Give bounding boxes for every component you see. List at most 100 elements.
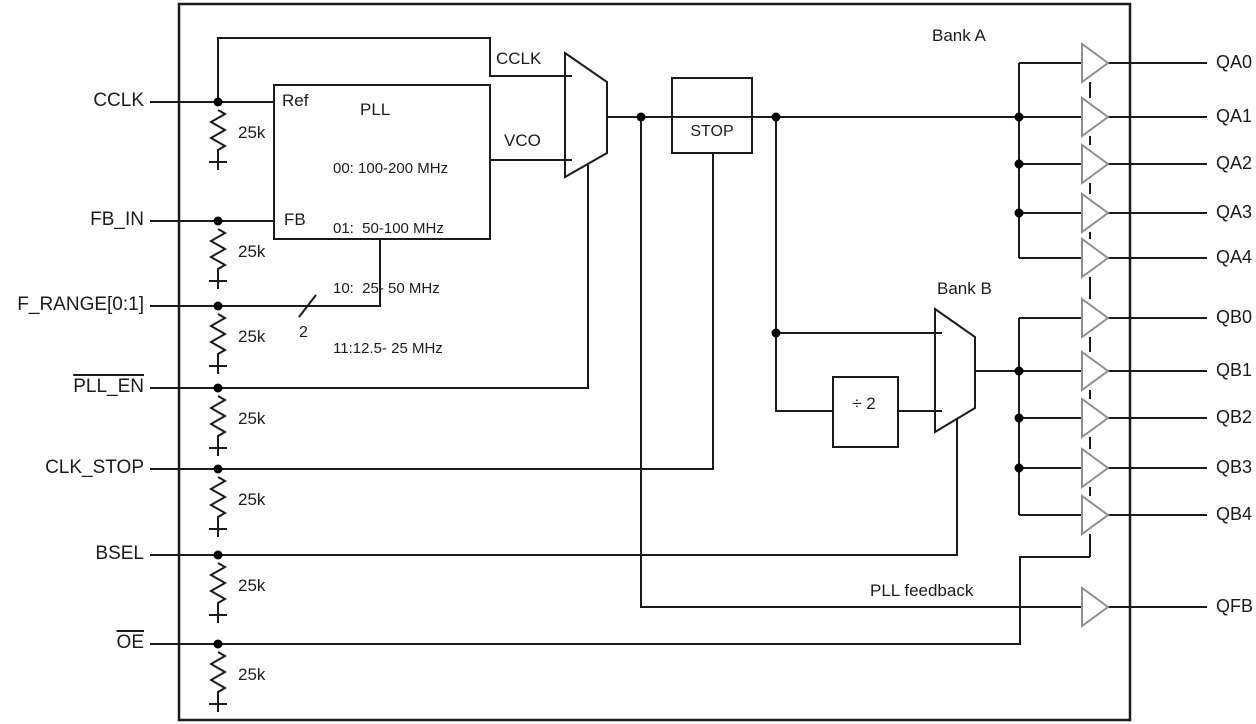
input-label-bsel: BSEL bbox=[95, 543, 144, 564]
junction-feedback-tap bbox=[636, 112, 646, 122]
output-label-qb4: QB4 bbox=[1216, 504, 1253, 524]
mux-input-label-cclk: CCLK bbox=[496, 49, 542, 68]
stop-block-label: STOP bbox=[690, 123, 734, 140]
wire-cclk-bypass bbox=[217, 37, 565, 102]
junction-bank-b-tap bbox=[771, 112, 781, 122]
output-label-qb3: QB3 bbox=[1216, 457, 1253, 477]
divider-block bbox=[832, 376, 899, 448]
bank-a-bus bbox=[1018, 62, 1082, 259]
buffer-qb4 bbox=[1081, 494, 1110, 536]
buffer-qb2 bbox=[1081, 397, 1110, 439]
buffer-qa2 bbox=[1081, 143, 1110, 185]
input-label-pll-en: PLL_EN bbox=[73, 376, 144, 397]
bus-width-label: 2 bbox=[299, 324, 308, 341]
input-label-clk-stop: CLK_STOP bbox=[45, 457, 144, 478]
bank-b-title: Bank B bbox=[937, 279, 992, 298]
output-label-qa1: QA1 bbox=[1216, 106, 1253, 126]
output-label-qa2: QA2 bbox=[1216, 153, 1253, 173]
buffer-qb0 bbox=[1081, 297, 1110, 339]
resistor-label-bsel: 25k bbox=[238, 576, 266, 595]
resistor-label-f-range: 25k bbox=[238, 327, 266, 346]
junction-f-range bbox=[213, 301, 223, 311]
output-label-qb2: QB2 bbox=[1216, 407, 1253, 427]
wire-bsel bbox=[150, 419, 958, 556]
resistor-f-range bbox=[208, 313, 228, 374]
resistor-label-oe: 25k bbox=[238, 665, 266, 684]
pull-resistors bbox=[208, 109, 228, 712]
junction-qb1 bbox=[1014, 366, 1024, 376]
buffer-qb3 bbox=[1081, 447, 1110, 489]
mux-main bbox=[564, 51, 608, 179]
output-label-qb0: QB0 bbox=[1216, 307, 1253, 327]
mux-bank-b-body bbox=[934, 307, 976, 434]
resistor-label-cclk: 25k bbox=[238, 123, 266, 142]
pll-range-10: 10: 25- 50 MHz bbox=[333, 280, 440, 297]
resistor-pll-en bbox=[208, 395, 228, 456]
pll-range-00: 00: 100-200 MHz bbox=[333, 160, 449, 177]
input-wires bbox=[150, 37, 1090, 645]
mux-input-label-vco: VCO bbox=[504, 131, 541, 150]
resistor-label-fb-in: 25k bbox=[238, 242, 266, 261]
output-label-qa4: QA4 bbox=[1216, 247, 1253, 267]
wire-clk-stop bbox=[150, 153, 714, 470]
wire-oe bbox=[150, 556, 1090, 645]
mux-bank-b bbox=[934, 307, 976, 434]
junction-clk-stop bbox=[213, 464, 223, 474]
pll-block bbox=[273, 84, 491, 240]
junction-oe bbox=[213, 639, 223, 649]
clock-distribution bbox=[607, 62, 1207, 608]
output-label-qa0: QA0 bbox=[1216, 52, 1253, 72]
wire-f-range bbox=[150, 239, 381, 307]
wire-bank-b-branch bbox=[775, 117, 833, 412]
junction-bank-b-direct bbox=[771, 328, 781, 338]
divider-block-label: ÷ 2 bbox=[852, 394, 876, 413]
chip-boundary bbox=[177, 2, 1132, 722]
buffer-qb1 bbox=[1081, 350, 1110, 392]
junction-bsel bbox=[213, 550, 223, 560]
wire-pll-feedback bbox=[640, 117, 1082, 608]
junction-qa1 bbox=[1014, 112, 1024, 122]
junction-fb-in bbox=[213, 216, 223, 226]
input-label-oe: OE bbox=[116, 632, 144, 653]
bank-a-title: Bank A bbox=[932, 26, 986, 45]
bank-b-bus bbox=[1018, 317, 1082, 516]
resistor-oe bbox=[208, 651, 228, 712]
junction-qb2 bbox=[1014, 413, 1024, 423]
resistor-label-pll-en: 25k bbox=[238, 409, 266, 428]
junction-dots bbox=[213, 97, 1024, 649]
pll-range-11: 11:12.5- 25 MHz bbox=[333, 340, 443, 357]
pll-range-01: 01: 50-100 MHz bbox=[333, 220, 444, 237]
mux-main-body bbox=[564, 51, 608, 179]
buffer-qa4 bbox=[1081, 237, 1110, 279]
resistor-label-clk-stop: 25k bbox=[238, 490, 266, 509]
input-label-fb-in: FB_IN bbox=[90, 209, 144, 230]
wire-pll-en bbox=[150, 165, 589, 389]
output-wires bbox=[1108, 62, 1207, 608]
output-buffers bbox=[1081, 42, 1110, 628]
output-label-qfb: QFB bbox=[1216, 596, 1254, 616]
junction-qa3 bbox=[1014, 208, 1024, 218]
stop-block bbox=[671, 77, 753, 154]
junction-pll-en bbox=[213, 383, 223, 393]
pll-fb-pin: FB bbox=[284, 210, 306, 229]
buffer-qa0 bbox=[1081, 42, 1110, 84]
pll-ref-pin: Ref bbox=[282, 91, 309, 110]
junction-cclk bbox=[213, 97, 223, 107]
input-label-f-range: F_RANGE[0:1] bbox=[17, 294, 144, 315]
bus-width-slash bbox=[298, 294, 317, 318]
resistor-clk-stop bbox=[208, 476, 228, 537]
buffer-qa3 bbox=[1081, 192, 1110, 234]
input-label-cclk: CCLK bbox=[93, 90, 144, 111]
output-label-qa3: QA3 bbox=[1216, 202, 1253, 222]
buffer-qa1 bbox=[1081, 96, 1110, 138]
pll-feedback-label: PLL feedback bbox=[870, 581, 974, 600]
resistor-bsel bbox=[208, 562, 228, 623]
resistor-cclk bbox=[208, 109, 228, 170]
pll-frequency-ranges: 00: 100-200 MHz 01: 50-100 MHz 10: 25- 5… bbox=[333, 128, 448, 401]
junction-qb3 bbox=[1014, 463, 1024, 473]
junction-qa2 bbox=[1014, 159, 1024, 169]
output-label-qb1: QB1 bbox=[1216, 360, 1253, 380]
pll-title: PLL bbox=[360, 100, 391, 119]
